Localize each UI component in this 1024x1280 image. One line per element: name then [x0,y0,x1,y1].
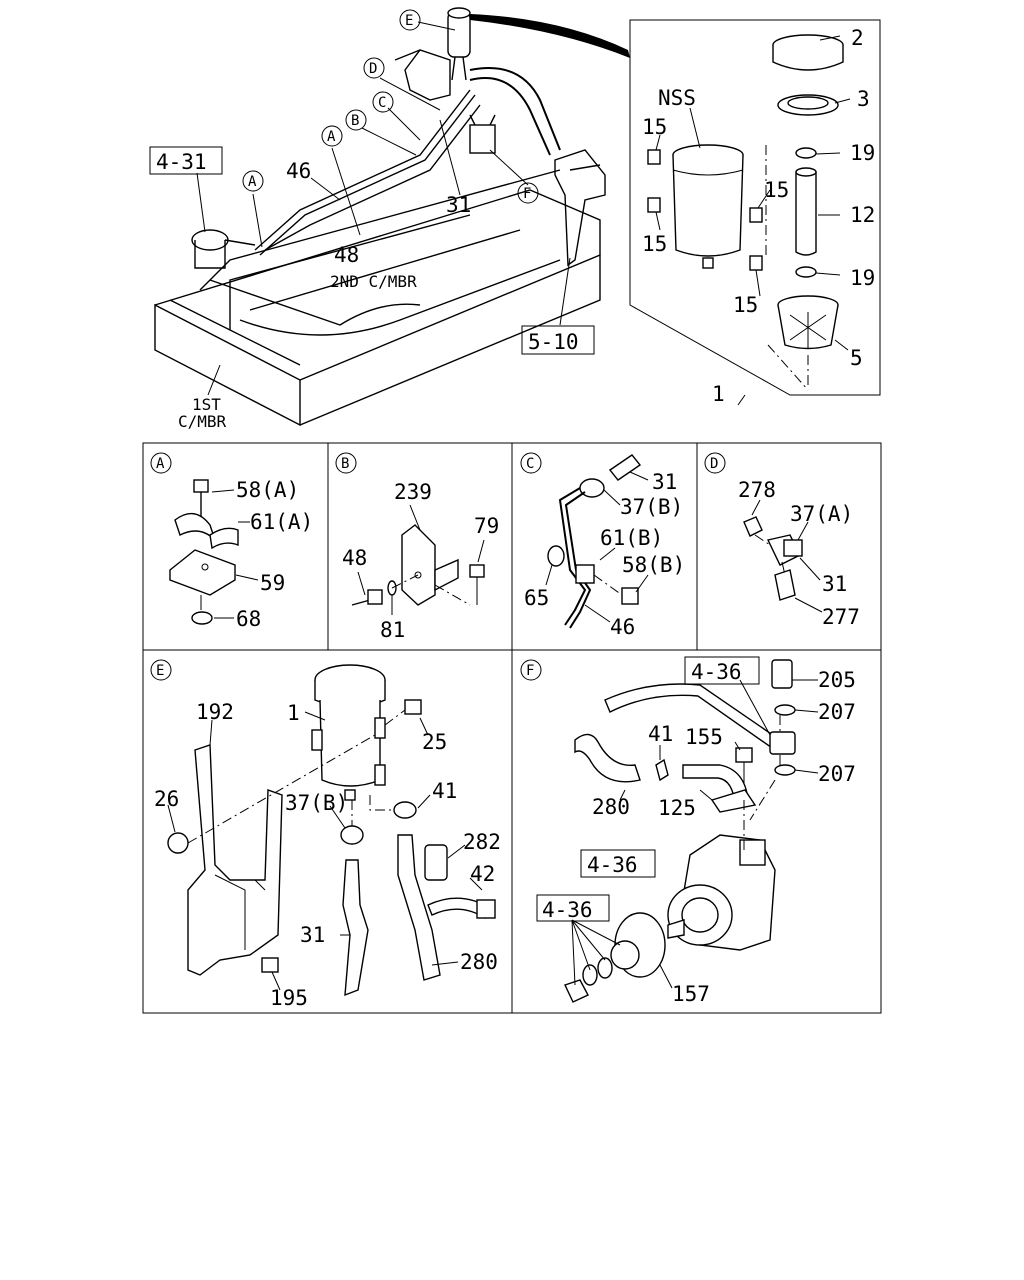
label-195: 195 [270,986,308,1010]
panel-f-tag: F [526,663,534,679]
label-155: 155 [685,725,723,749]
label-61a: 61(A) [250,510,313,534]
callout-b: B [351,113,359,129]
label-278: 278 [738,478,776,502]
label-31: 31 [446,193,471,217]
label-41-e: 41 [432,779,457,803]
callout-d: D [369,61,377,77]
label-1st-cmbr: C/MBR [178,412,227,431]
label-25: 25 [422,730,447,754]
label-58a: 58(A) [236,478,299,502]
label-46: 46 [286,159,311,183]
label-239: 239 [394,480,432,504]
label-5: 5 [850,346,863,370]
panel-d-tag: D [710,456,718,472]
label-31-e: 31 [300,923,325,947]
label-157: 157 [672,982,710,1006]
label-37a: 37(A) [790,502,853,526]
label-15-a: 15 [642,115,667,139]
label-58b: 58(B) [622,553,685,577]
label-81: 81 [380,618,405,642]
label-31-d: 31 [822,572,847,596]
panel-c: C 31 37(B) 61(B) 58(B) 65 46 [520,452,685,639]
label-19-bottom: 19 [850,266,875,290]
panel-a-tag: A [156,456,165,472]
panel-a: A 58(A) 61(A) 59 68 [150,452,313,631]
label-1: 1 [712,382,725,406]
ref-4-31: 4-31 [156,150,207,174]
label-41-f: 41 [648,722,673,746]
label-42: 42 [470,862,495,886]
exploded-view: NSS 2 3 19 12 19 5 1 15 15 15 15 [629,19,881,406]
panel-c-tag: C [526,456,534,472]
label-207-top: 207 [818,700,856,724]
callout-a-left: A [248,174,257,190]
label-19-top: 19 [850,141,875,165]
callout-c: C [378,95,386,111]
callout-e: E [405,13,413,29]
label-1-e: 1 [287,701,300,725]
callout-a: A [327,129,336,145]
label-48: 48 [334,243,359,267]
ref-5-10: 5-10 [528,330,579,354]
ref-4-36-bottom: 4-36 [542,898,593,922]
label-46-c: 46 [610,615,635,639]
label-15-b: 15 [764,178,789,202]
label-61b: 61(B) [600,526,663,550]
callout-f: F [523,186,531,202]
detail-grid [142,442,882,1014]
panel-f: F 4-36 4-36 [520,656,856,1006]
panel-e: E 192 1 25 [150,659,501,1010]
label-282: 282 [463,830,501,854]
label-nss: NSS [658,86,696,110]
label-1st: 1ST [192,395,221,414]
panel-b: B 239 79 48 81 [335,452,499,642]
label-3: 3 [857,87,870,111]
label-15-c: 15 [642,232,667,256]
panel-d: D 278 37(A) 31 277 [704,452,860,629]
label-31-c: 31 [652,470,677,494]
label-207-bottom: 207 [818,762,856,786]
ref-box-5-10 [521,325,595,355]
panel-b-tag: B [341,456,349,472]
label-192: 192 [196,700,234,724]
label-2nd-cmbr: 2ND C/MBR [330,272,417,291]
main-assembly: 4-31 5-10 A A B C D E F 46 48 31 2ND C/M… [149,7,630,431]
ref-4-36-top: 4-36 [691,660,742,684]
label-277: 277 [822,605,860,629]
label-12: 12 [850,203,875,227]
label-48-b: 48 [342,546,367,570]
label-205: 205 [818,668,856,692]
label-26: 26 [154,787,179,811]
label-59: 59 [260,571,285,595]
label-2: 2 [851,26,864,50]
panel-e-tag: E [156,663,164,679]
label-280-e: 280 [460,950,498,974]
ref-4-36-mid: 4-36 [587,853,638,877]
label-37b-e: 37(B) [285,791,348,815]
label-280-f: 280 [592,795,630,819]
label-125: 125 [658,796,696,820]
label-15-d: 15 [733,293,758,317]
label-79: 79 [474,514,499,538]
ref-box-4-31 [149,146,223,175]
label-37b: 37(B) [620,495,683,519]
label-65: 65 [524,586,549,610]
label-68: 68 [236,607,261,631]
